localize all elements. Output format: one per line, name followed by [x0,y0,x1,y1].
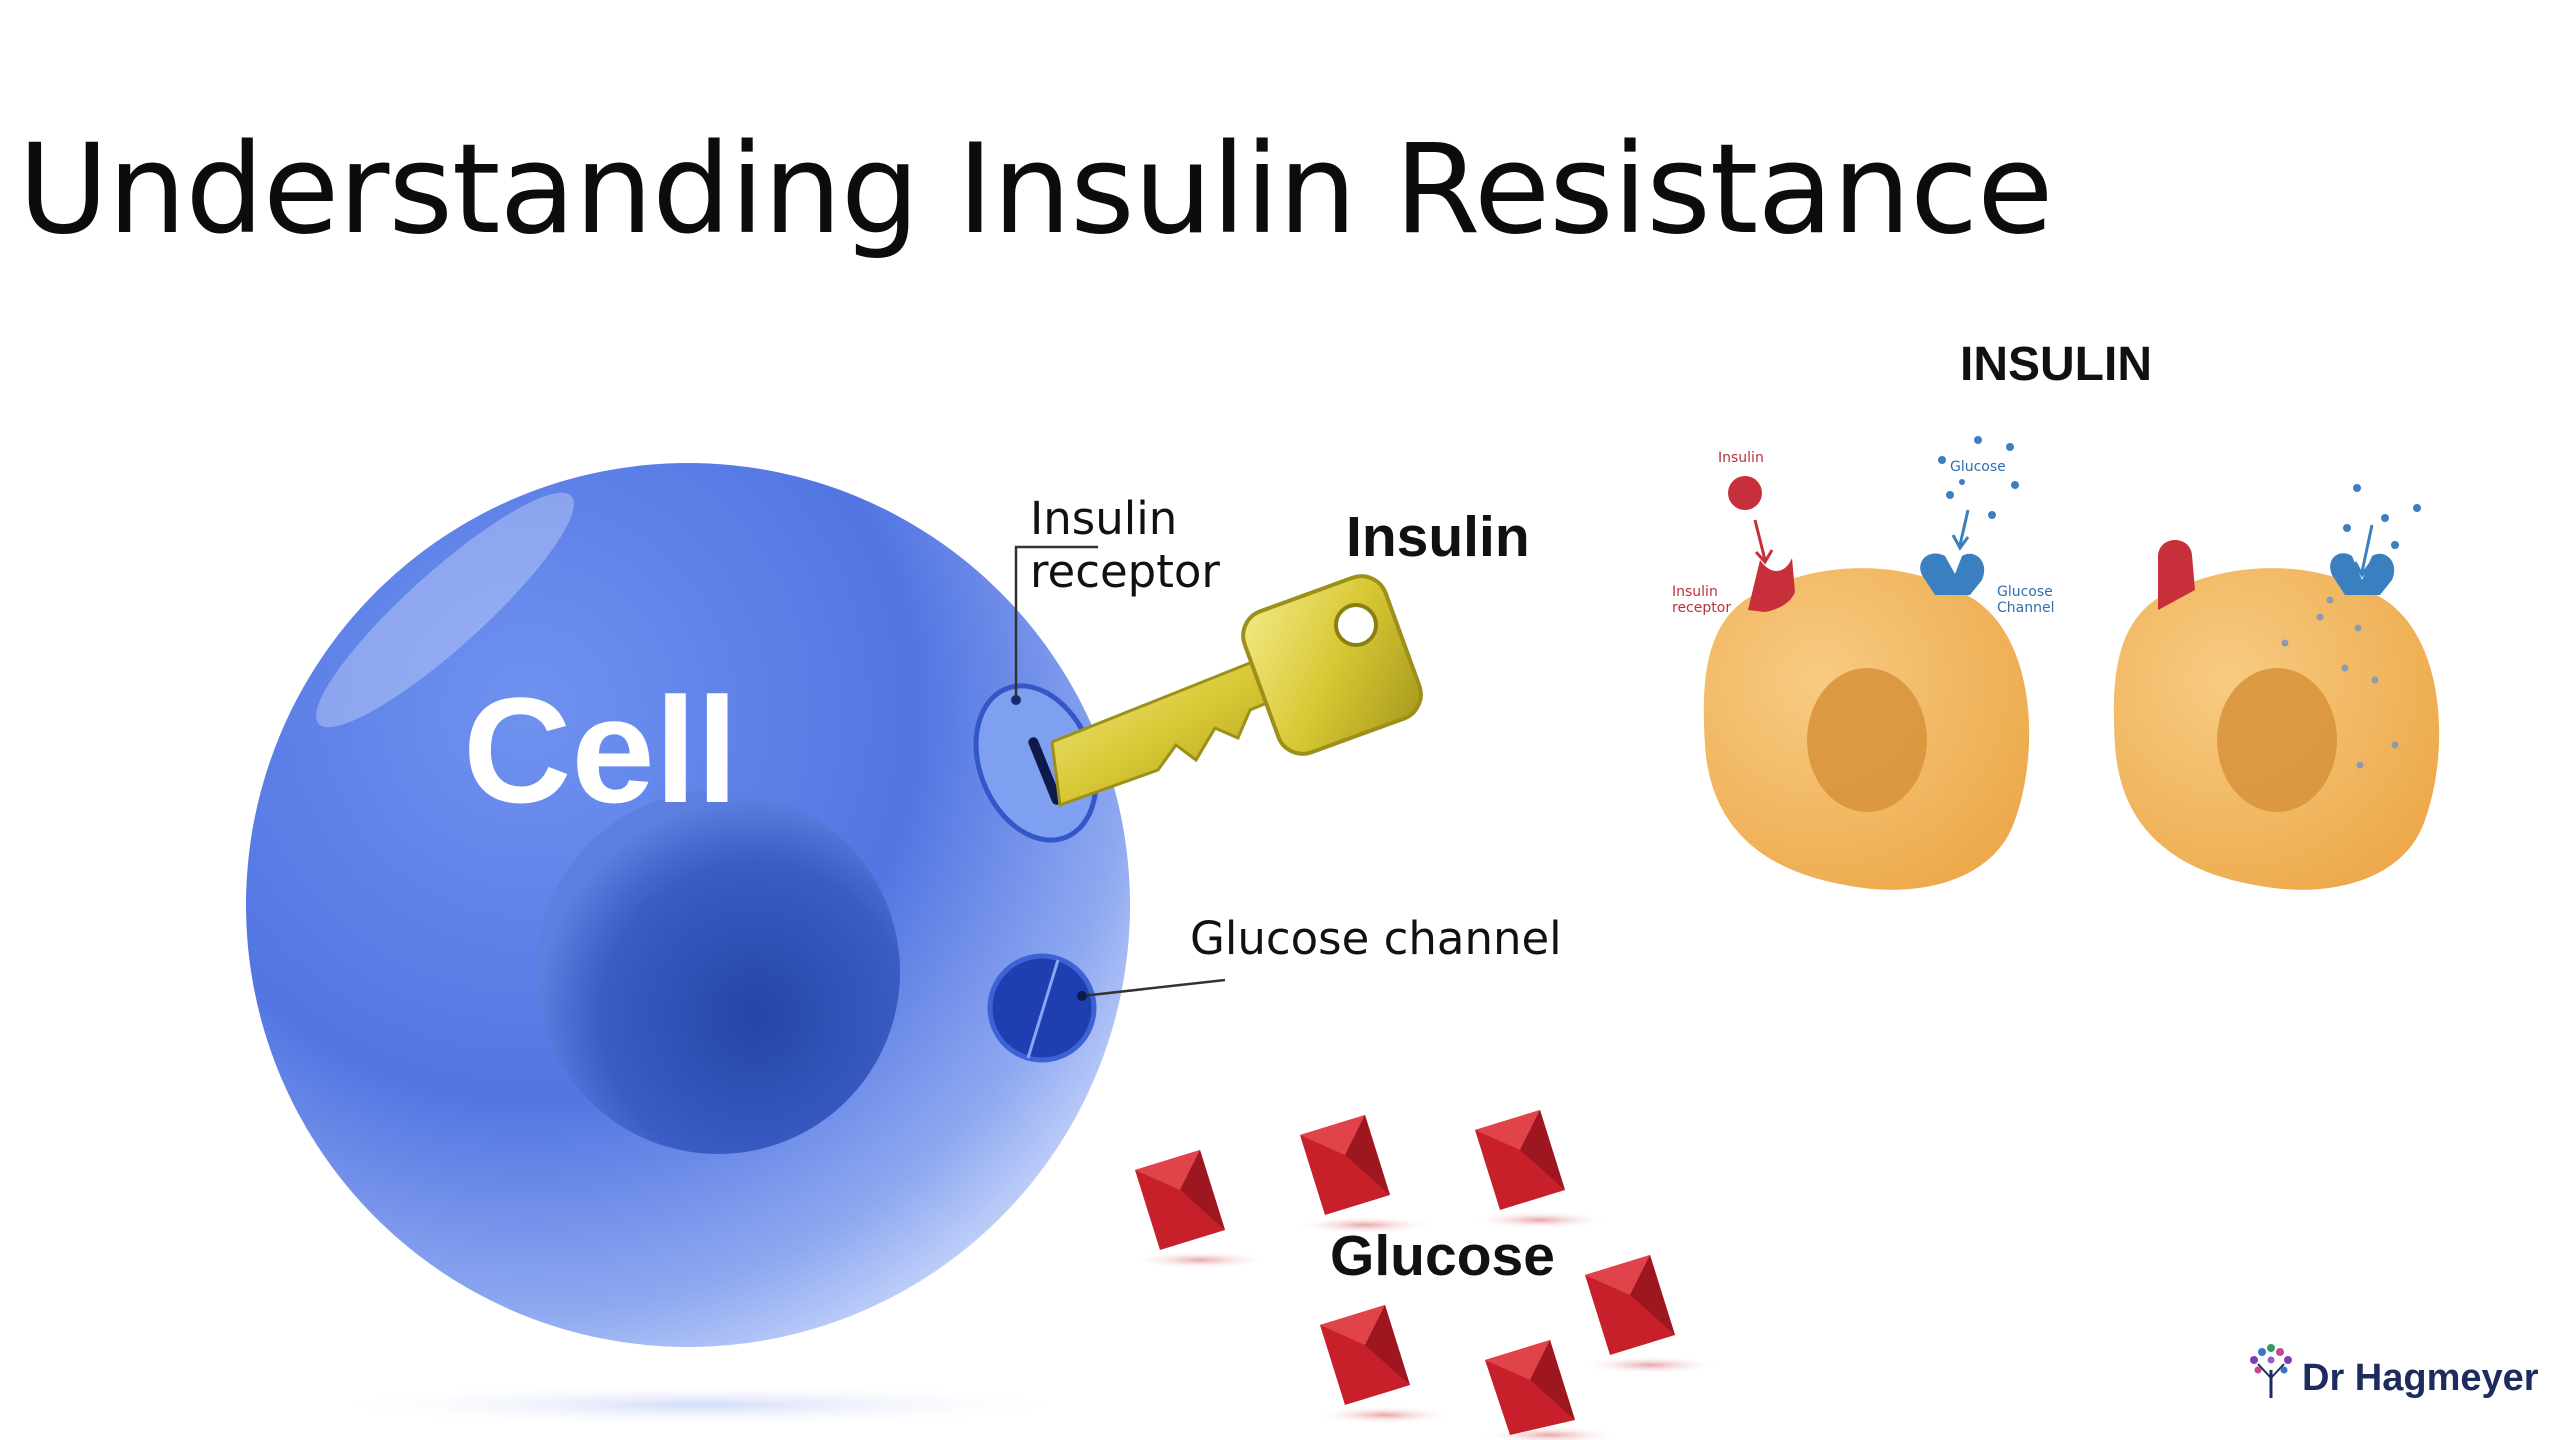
glucose-entry-arrow-icon [2353,524,2374,578]
channel-slit [1026,959,1060,1059]
cell-label: Cell [463,666,738,834]
mini-receptor-label-line2: receptor [1672,600,1731,616]
receptor-leader-line [1014,545,1098,700]
mini-insulin-label: Insulin [1718,450,1764,466]
slide-title: Understanding Insulin Resistance [18,118,2053,262]
glucose-dots-right [2343,484,2421,549]
glucose-dots [1938,436,2019,519]
channel-label: Glucose channel [1190,912,1562,965]
glucose-cube-icon [1315,1305,1455,1424]
receptor-label-line2: receptor [1030,545,1220,598]
receptor-label-line1: Insulin [1030,492,1177,545]
resistant-cell [2113,568,2440,890]
bound-insulin-receptor-icon [2158,540,2195,610]
channel-leader-line [1081,978,1226,998]
nucleus [536,790,900,1154]
dr-hagmeyer-logo: Dr Hagmeyer [2250,1344,2539,1399]
glucose-dots-inside [2281,596,2399,769]
glucose-arrow-icon [1951,509,1970,551]
insulin-key-icon [1050,574,1423,808]
mini-glucose-label: Glucose [1950,459,2006,475]
insulin-heading: INSULIN [1960,338,2152,391]
glucose-label: Glucose [1330,1224,1555,1288]
cell-highlight [316,492,574,728]
glucose-molecules [1130,1110,1720,1440]
insulin-receptor-icon [1748,558,1795,612]
receptor-leader-dot [1011,695,1021,705]
glucose-cube-icon [1295,1115,1435,1234]
glucose-cube-icon [1130,1150,1270,1269]
healthy-cell [1703,568,2030,890]
logo-text: Dr Hagmeyer [2302,1357,2539,1399]
glucose-cube-icon [1470,1110,1610,1229]
channel-leader-dot [1077,991,1087,1001]
mini-channel-label-line1: Glucose [1997,584,2053,600]
mini-receptor-label-line1: Insulin [1672,584,1718,600]
key-label: Insulin [1346,505,1530,569]
insulin-arrow-icon [1753,519,1774,565]
cell-shadow [320,1383,1080,1427]
glucose-channel-icon [1920,553,1985,595]
open-glucose-channel-icon [2330,553,2395,595]
glucose-cube-icon [1580,1255,1720,1374]
insulin-molecule-icon [1728,476,1762,510]
tree-icon [2250,1344,2292,1398]
mini-channel-label-line2: Channel [1997,600,2054,616]
glucose-cube-icon [1480,1340,1620,1440]
